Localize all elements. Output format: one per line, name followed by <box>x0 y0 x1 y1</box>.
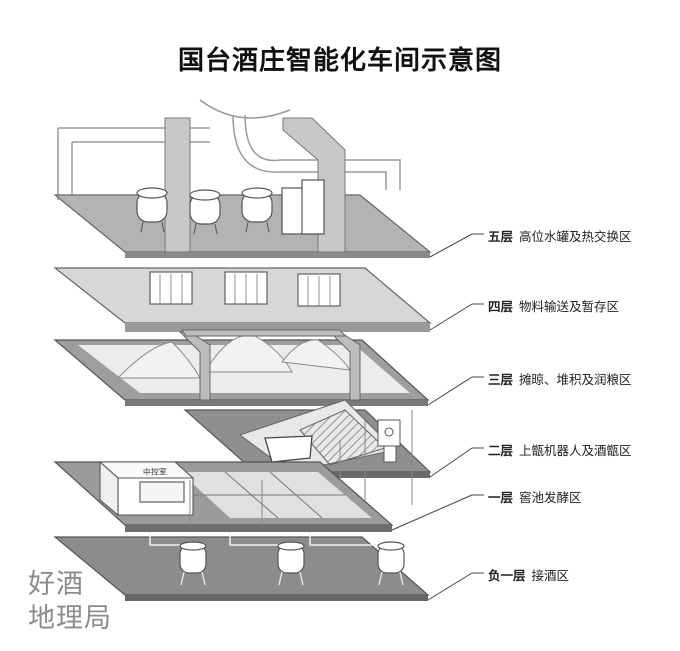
diagram-title: 国台酒庄智能化车间示意图 <box>177 46 502 76</box>
floor-4 <box>53 267 432 332</box>
floor-label-b1: 负一层接酒区 <box>488 568 570 583</box>
floor-b1 <box>53 532 430 601</box>
floor-5 <box>53 117 432 258</box>
leader-lines <box>391 233 484 601</box>
watermark-line-2: 地理局 <box>28 603 112 634</box>
floor-2 <box>183 399 432 505</box>
floor-label-5: 五层高位水罐及热交换区 <box>488 229 632 244</box>
top-piping <box>57 99 401 200</box>
floor-label-3: 三层摊晾、堆积及润粮区 <box>488 372 632 387</box>
floor-3 <box>53 329 430 406</box>
floor-label-4: 四层物料输送及暂存区 <box>488 299 620 314</box>
control-room <box>98 460 195 517</box>
floor-1: 中控室 <box>53 460 394 532</box>
watermark-line-1: 好酒 <box>28 569 84 600</box>
floor-label-1: 一层窖池发酵区 <box>488 490 582 505</box>
control-room-label: 中控室 <box>143 466 167 477</box>
floor-label-2: 二层上甑机器人及酒甑区 <box>488 443 632 458</box>
